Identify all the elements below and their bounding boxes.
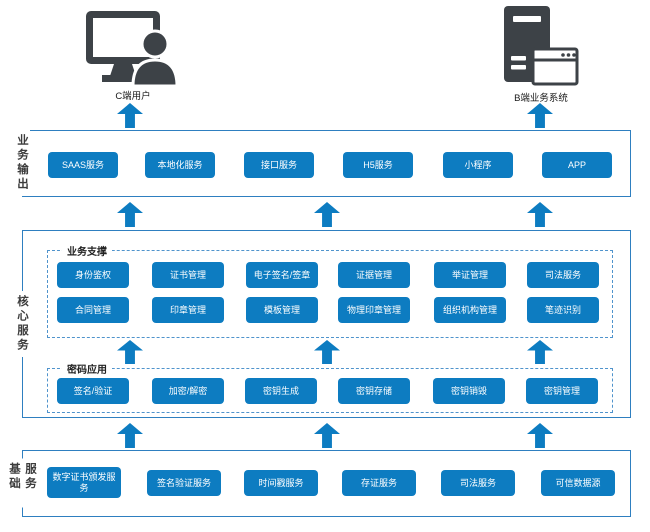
crypto-application-label: 密码应用 — [62, 361, 112, 376]
arrow-up-icon — [527, 423, 553, 448]
arrow-up-icon — [527, 103, 553, 128]
base-band-label: 基础服务 — [6, 458, 38, 508]
service-box-signature-verification: 签名验证服务 — [147, 470, 221, 496]
service-box-encrypt-decrypt: 加密/解密 — [152, 378, 224, 404]
service-box-h5: H5服务 — [343, 152, 413, 178]
arrow-up-icon — [117, 103, 143, 128]
service-box-app: APP — [542, 152, 612, 178]
service-box-api: 接口服务 — [244, 152, 314, 178]
c-user-label: C端用户 — [115, 91, 151, 102]
business-support-label: 业务支撑 — [62, 243, 112, 258]
service-box-identity-auth: 身份鉴权 — [57, 262, 129, 288]
arrow-up-icon — [117, 423, 143, 448]
core-band-label: 核心服务 — [14, 291, 30, 357]
output-band-label: 业务输出 — [14, 130, 30, 196]
service-box-saas: SAAS服务 — [48, 152, 118, 178]
desktop-user-icon — [86, 11, 179, 86]
service-box-key-storage: 密钥存储 — [338, 378, 410, 404]
crypto-application-group: 密码应用 — [47, 361, 613, 413]
service-box-sign-verify: 签名/验证 — [57, 378, 129, 404]
server-window-icon — [504, 6, 579, 86]
arrow-up-icon — [527, 202, 553, 227]
b-system-label: B端业务系统 — [514, 93, 568, 104]
service-box-contract-mgmt: 合同管理 — [57, 297, 129, 323]
service-box-proof-mgmt: 举证管理 — [434, 262, 506, 288]
service-box-trusted-datasource: 可信数据源 — [541, 470, 615, 496]
service-box-cert-mgmt: 证书管理 — [152, 262, 224, 288]
service-box-judicial: 司法服务 — [527, 262, 599, 288]
base-band — [22, 450, 631, 517]
service-box-key-mgmt: 密钥管理 — [526, 378, 598, 404]
service-box-judicial-base: 司法服务 — [441, 470, 515, 496]
output-band — [22, 130, 631, 197]
service-box-template-mgmt: 模板管理 — [246, 297, 318, 323]
service-box-miniprogram: 小程序 — [443, 152, 513, 178]
service-box-evidence-storage: 存证服务 — [342, 470, 416, 496]
service-box-key-destruction: 密钥销毁 — [433, 378, 505, 404]
service-box-handwriting: 笔迹识别 — [527, 297, 599, 323]
service-box-digital-cert-issuance: 数字证书颁发服务 — [47, 467, 121, 498]
arrow-up-icon — [314, 202, 340, 227]
service-box-org-mgmt: 组织机构管理 — [434, 297, 506, 323]
business-support-group: 业务支撑 — [47, 243, 613, 338]
service-box-localized: 本地化服务 — [145, 152, 215, 178]
service-box-physical-seal: 物理印章管理 — [338, 297, 410, 323]
arrow-up-icon — [314, 423, 340, 448]
service-box-evidence-mgmt: 证据管理 — [338, 262, 410, 288]
service-box-seal-mgmt: 印章管理 — [152, 297, 224, 323]
service-box-esign: 电子签名/签章 — [246, 262, 318, 288]
service-box-timestamp: 时间戳服务 — [244, 470, 318, 496]
service-box-key-generation: 密钥生成 — [245, 378, 317, 404]
arrow-up-icon — [117, 202, 143, 227]
